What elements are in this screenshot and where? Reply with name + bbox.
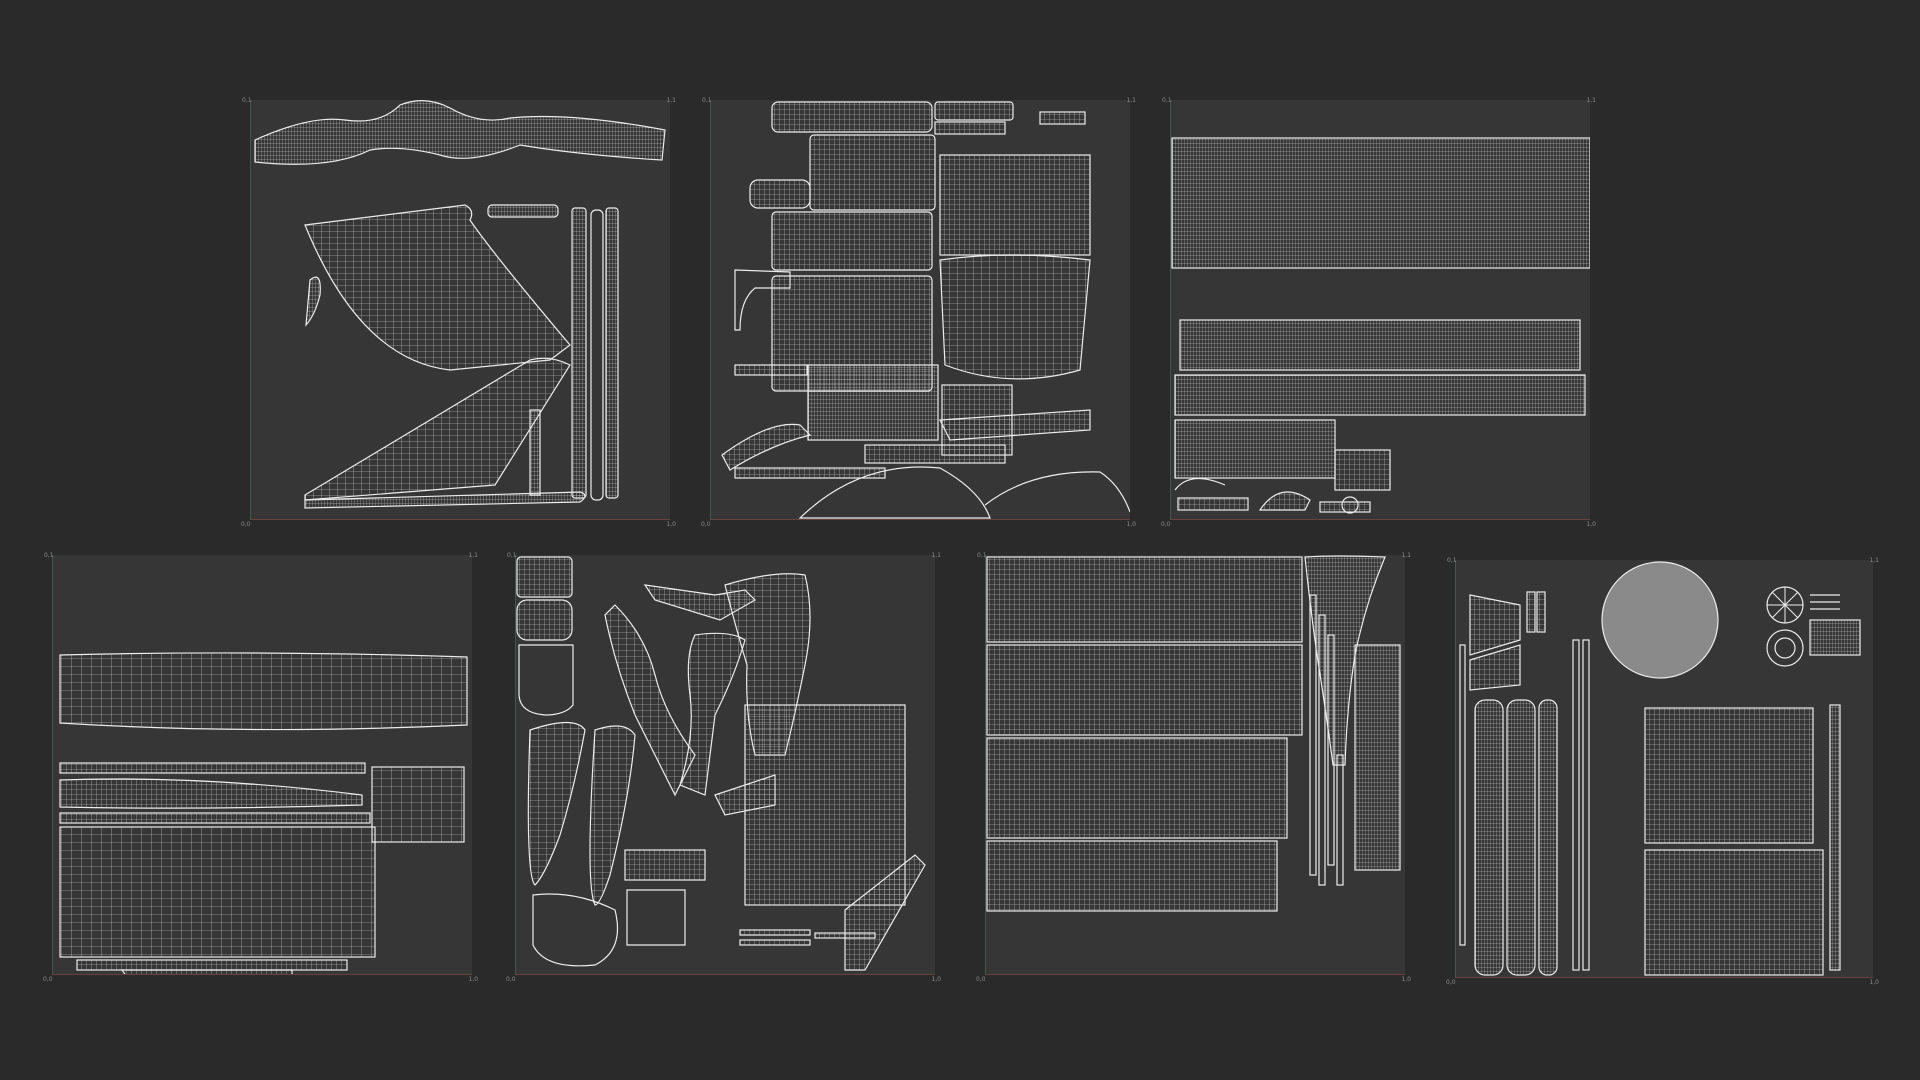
v-axis-line bbox=[250, 100, 251, 520]
v-axis-line bbox=[515, 555, 516, 975]
uv-islands-sheet-6 bbox=[986, 555, 1401, 912]
u-max-label: 1,0 bbox=[1586, 521, 1596, 528]
u-axis-line bbox=[250, 519, 670, 520]
uv-sheet-4: 0,1 1,1 0,0 1,0 bbox=[43, 553, 478, 983]
uv-sheet-5: 0,1 1,1 0,0 1,0 bbox=[506, 553, 941, 983]
v-max-label: 0,1 bbox=[702, 97, 712, 104]
origin-label: 0,0 bbox=[976, 976, 986, 983]
v-axis-line bbox=[985, 555, 986, 975]
uv-max-label: 1,1 bbox=[1126, 97, 1136, 104]
u-max-label: 1,0 bbox=[666, 521, 676, 528]
v-axis-line bbox=[710, 100, 711, 520]
origin-label: 0,0 bbox=[1161, 521, 1171, 528]
uv-sheet-1: 0,1 1,1 0,0 1,0 bbox=[241, 98, 676, 528]
uv-sheet-7: 0,1 1,1 0,0 1,0 bbox=[1446, 558, 1879, 986]
uv-islands-sheet-2 bbox=[721, 101, 1130, 519]
v-axis-line bbox=[1455, 560, 1456, 978]
uv-islands-sheet-3 bbox=[1171, 137, 1590, 514]
u-max-label: 1,0 bbox=[468, 976, 478, 983]
u-axis-line bbox=[985, 974, 1405, 975]
uv-max-label: 1,1 bbox=[666, 97, 676, 104]
uv-sheet-3: 0,1 1,1 0,0 1,0 bbox=[1161, 98, 1596, 528]
u-max-label: 1,0 bbox=[1126, 521, 1136, 528]
origin-label: 0,0 bbox=[506, 976, 516, 983]
v-max-label: 0,1 bbox=[44, 552, 54, 559]
origin-label: 0,0 bbox=[43, 976, 53, 983]
u-axis-line bbox=[515, 974, 935, 975]
v-max-label: 0,1 bbox=[1447, 557, 1457, 564]
uv-max-label: 1,1 bbox=[468, 552, 478, 559]
u-max-label: 1,0 bbox=[1869, 979, 1879, 986]
v-axis-line bbox=[52, 555, 53, 975]
u-axis-line bbox=[1170, 519, 1590, 520]
origin-label: 0,0 bbox=[1446, 979, 1456, 986]
v-max-label: 0,1 bbox=[242, 97, 252, 104]
v-axis-line bbox=[1170, 100, 1171, 520]
u-axis-line bbox=[52, 974, 472, 975]
u-max-label: 1,0 bbox=[931, 976, 941, 983]
uv-max-label: 1,1 bbox=[1869, 557, 1879, 564]
uv-islands-sheet-1 bbox=[254, 100, 666, 509]
uv-max-label: 1,1 bbox=[931, 552, 941, 559]
u-axis-line bbox=[1455, 977, 1873, 978]
uv-islands-sheet-5 bbox=[516, 556, 926, 971]
uv-sheet-6: 0,1 1,1 0,0 1,0 bbox=[976, 553, 1411, 983]
v-max-label: 0,1 bbox=[1162, 97, 1172, 104]
v-max-label: 0,1 bbox=[977, 552, 987, 559]
uv-sheet-2: 0,1 1,1 0,0 1,0 bbox=[701, 98, 1136, 528]
origin-label: 0,0 bbox=[241, 521, 251, 528]
uv-max-label: 1,1 bbox=[1401, 552, 1411, 559]
uv-islands-sheet-7 bbox=[1459, 561, 1861, 976]
u-axis-line bbox=[710, 519, 1130, 520]
origin-label: 0,0 bbox=[701, 521, 711, 528]
u-max-label: 1,0 bbox=[1401, 976, 1411, 983]
uv-max-label: 1,1 bbox=[1586, 97, 1596, 104]
uv-islands-sheet-4 bbox=[59, 652, 468, 975]
v-max-label: 0,1 bbox=[507, 552, 517, 559]
